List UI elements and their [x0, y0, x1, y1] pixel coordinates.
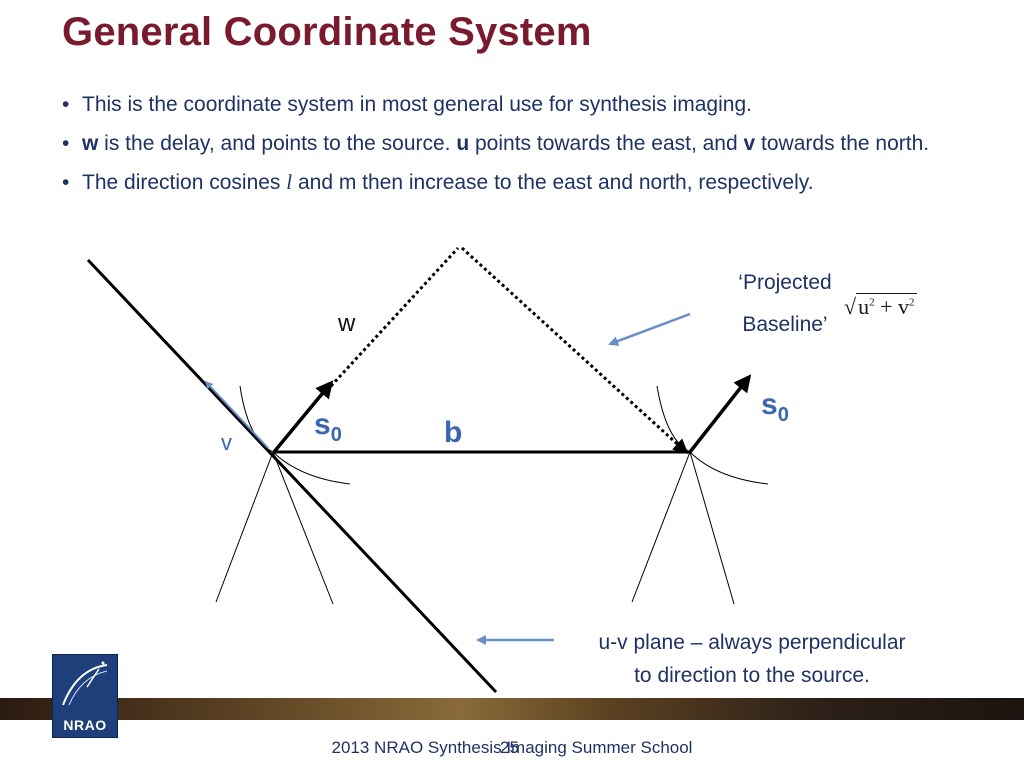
bullet-1-text: This is the coordinate system in most ge… — [82, 93, 752, 116]
sqrt-sign: √ — [844, 294, 857, 319]
bullet-2-w: w — [82, 132, 99, 155]
bullet-3: The direction cosines l and m then incre… — [60, 166, 960, 199]
bullet-2: w is the delay, and points to the source… — [60, 127, 960, 160]
formula-v: v — [898, 294, 909, 319]
bullet-3-text-b: and m then increase to the east and nort… — [292, 171, 814, 194]
left-s0-s: s — [314, 408, 331, 441]
right-antenna-beam-right — [689, 451, 735, 605]
left-antenna-beam-right — [272, 451, 334, 605]
v-direction-arrow — [204, 380, 269, 449]
uv-line-2: to direction to the source. — [634, 664, 870, 687]
uv-line-1: u-v plane – always perpendicular — [598, 631, 906, 654]
left-s0-sub: 0 — [330, 424, 342, 446]
bullet-3-l: l — [286, 170, 293, 194]
right-s0-s: s — [761, 388, 778, 421]
bullet-2-u: u — [456, 132, 470, 155]
uv-plane-label: u-v plane – always perpendicular to dire… — [552, 626, 952, 692]
projected-line-2: Baseline’ — [742, 313, 828, 336]
slide-title: General Coordinate System — [62, 10, 592, 54]
bullet-2-text-b: points towards the east, and — [469, 132, 744, 155]
uv-plane-line — [86, 258, 498, 694]
projected-baseline-pointer — [608, 312, 691, 346]
projected-baseline-dotted — [460, 246, 689, 455]
right-antenna-dish-arc — [656, 385, 769, 485]
bullet-list: This is the coordinate system in most ge… — [60, 88, 960, 205]
right-s0-arrow — [688, 374, 752, 454]
bullet-1: This is the coordinate system in most ge… — [60, 88, 960, 121]
nrao-logo: NRAO — [52, 654, 118, 738]
sqrt-radicand: u2 + v2 — [856, 293, 917, 319]
left-antenna-beam-left — [215, 451, 274, 603]
telescope-icon — [62, 661, 108, 706]
b-label: b — [444, 416, 463, 449]
page-number: 25 — [500, 738, 519, 757]
left-antenna-dish-arc — [239, 385, 351, 485]
right-antenna-beam-left — [631, 451, 691, 603]
left-s0-arrow — [272, 380, 334, 454]
right-s0-label: s0 — [761, 388, 789, 427]
footer-text: 2013 NRAO Synthesis Imaging Summer Schoo… — [331, 738, 693, 757]
bullet-2-v: v — [743, 132, 756, 155]
formula-u: u — [858, 294, 870, 319]
w-label: w — [338, 310, 356, 337]
formula: √u2 + v2 — [844, 293, 917, 320]
bullet-2-text-c: towards the north. — [755, 132, 930, 155]
projected-line-1: ‘Projected — [738, 271, 832, 294]
footer-band — [0, 698, 1024, 720]
bullet-2-text-a: is the delay, and points to the source. — [98, 132, 457, 155]
right-s0-sub: 0 — [777, 404, 789, 426]
left-s0-label: s0 — [314, 408, 342, 447]
v-label: v — [221, 430, 232, 455]
formula-u-exp: 2 — [869, 296, 875, 309]
bullet-3-text-a: The direction cosines — [82, 171, 287, 194]
formula-plus: + — [874, 294, 898, 319]
w-dotted-line — [329, 246, 460, 388]
formula-v-exp: 2 — [909, 296, 915, 309]
logo-text: NRAO — [63, 717, 107, 733]
projected-baseline-label: ‘Projected Baseline’ — [700, 262, 870, 346]
